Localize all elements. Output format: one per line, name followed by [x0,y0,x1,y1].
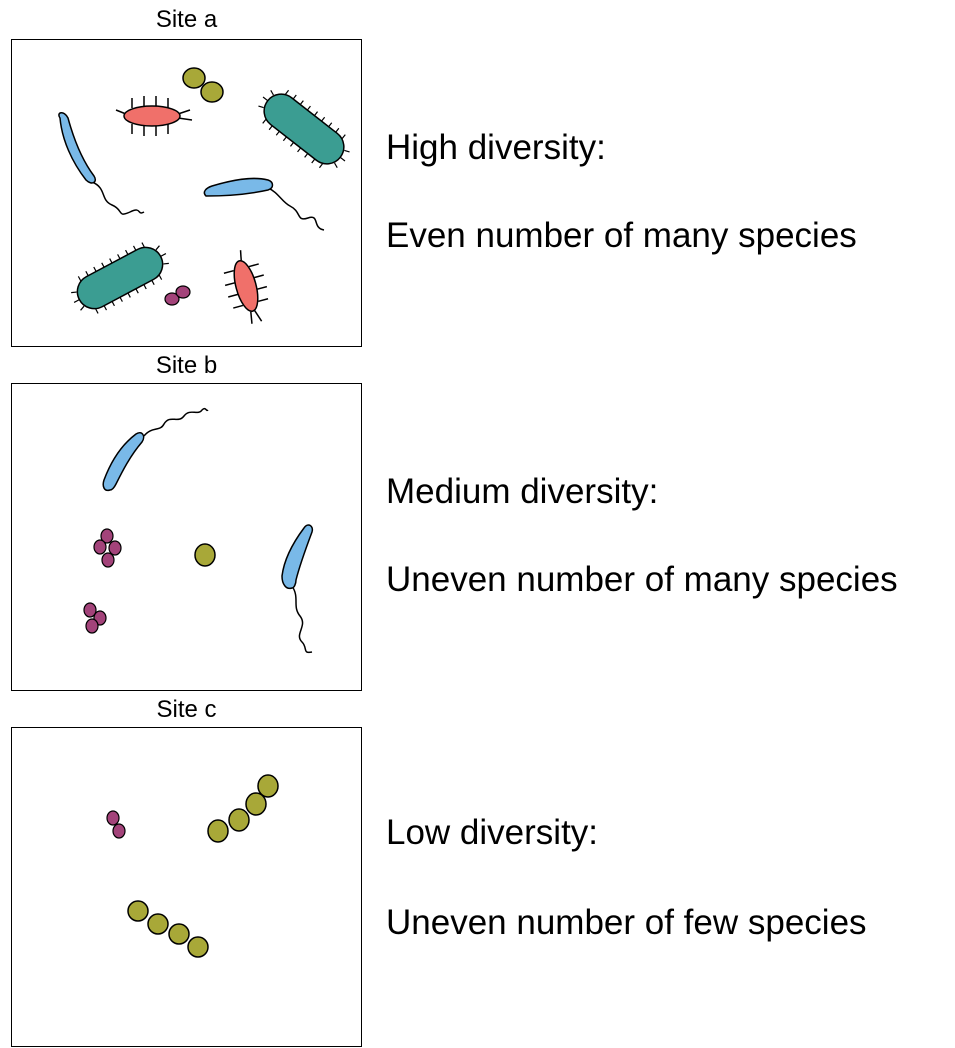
teal-spiked-bacillus [249,80,358,179]
purple-cluster-coccus [94,529,121,567]
site-a-description: Even number of many species [386,216,857,256]
site-a-microbes [12,40,363,348]
site-c-microbes [12,728,363,1048]
site-c-description: Uneven number of few species [386,903,867,943]
olive-diplococcus [183,68,223,102]
site-c-heading: Low diversity: [386,813,598,853]
olive-coccus [195,544,215,566]
site-b-description: Uneven number of many species [386,560,898,600]
site-b-panel [11,383,362,691]
purple-diplococcus [165,286,190,305]
purple-diplococcus [107,811,125,838]
site-b-microbes [12,384,363,692]
site-a-heading: High diversity: [386,128,606,168]
site-a-panel [11,39,362,347]
blue-flagellated-bacillus [204,178,324,230]
purple-cluster-coccus [84,603,106,633]
red-piliated-bacillus [217,246,275,328]
site-a-title: Site a [11,6,362,34]
site-c-title: Site c [11,696,362,724]
teal-spiked-bacillus [64,234,176,322]
blue-flagellated-bacillus [103,409,208,491]
red-piliated-bacillus [116,96,192,136]
blue-flagellated-bacillus [282,525,312,652]
olive-streptococcus-chain [208,775,278,842]
site-c-panel [11,727,362,1047]
blue-flagellated-bacillus [59,113,144,214]
olive-streptococcus-chain [128,901,208,957]
site-b-title: Site b [11,352,362,380]
site-b-heading: Medium diversity: [386,472,658,512]
